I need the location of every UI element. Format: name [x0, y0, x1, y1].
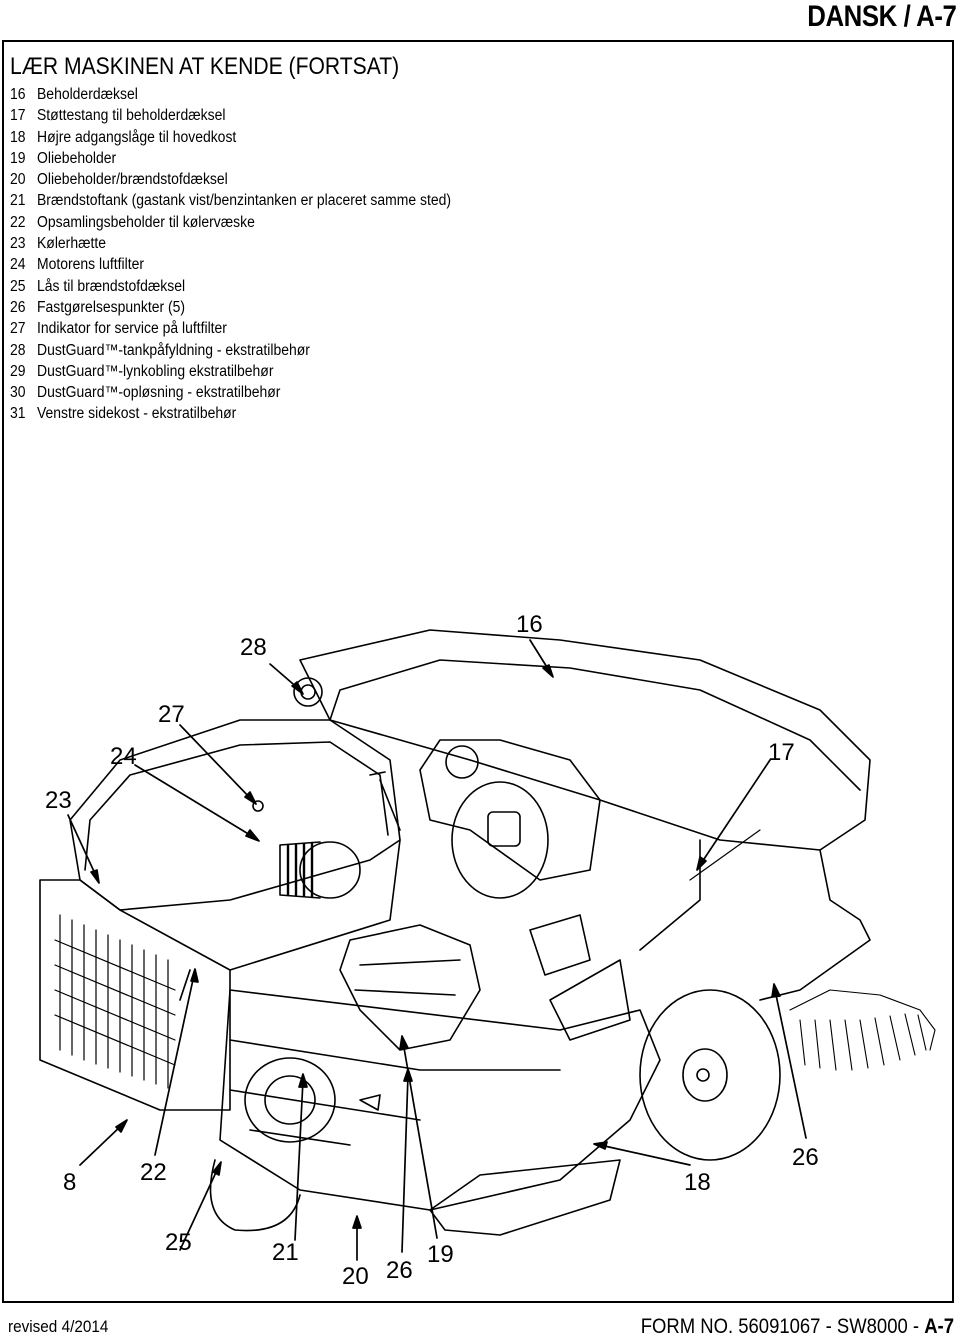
dustguard-cap-icon [293, 677, 323, 707]
rear-wheel-icon [209, 1159, 301, 1232]
hopper-cover [299, 629, 871, 851]
header-language-page: DANSK / A-7 [806, 0, 957, 33]
right-access-door [429, 1159, 621, 1236]
section-title: LÆR MASKINEN AT KENDE (FORTSAT) [10, 53, 400, 80]
callout-26-lower: 26 [386, 1257, 413, 1284]
callout-22: 22 [140, 1159, 167, 1186]
revision-date: revised 4/2014 [8, 1317, 109, 1336]
callout-28: 28 [240, 634, 267, 661]
callout-17: 17 [768, 739, 795, 766]
callout-25: 25 [165, 1229, 192, 1256]
steering-wheel-icon [451, 781, 549, 899]
callout-20: 20 [342, 1263, 369, 1290]
callout-labels: 28 16 27 24 17 23 8 22 18 26 25 21 20 26… [45, 611, 819, 1290]
callout-23: 23 [45, 787, 72, 814]
callout-27: 27 [158, 701, 185, 728]
callout-8: 8 [63, 1169, 76, 1196]
callout-26: 26 [792, 1144, 819, 1171]
operator-seat [339, 924, 481, 1051]
form-number: FORM NO. 56091067 - SW8000 - A-7 [640, 1315, 954, 1338]
grill-vents [54, 914, 176, 1089]
callout-19: 19 [427, 1241, 454, 1268]
dashboard [419, 739, 601, 881]
rear-body [219, 989, 661, 1211]
content-frame [2, 40, 954, 1303]
callout-21: 21 [272, 1239, 299, 1266]
side-brush-icon [789, 989, 936, 1071]
air-filter-icon [252, 800, 361, 899]
callout-16: 16 [516, 611, 543, 638]
sweeper-diagram: 28 16 27 24 17 23 8 22 18 26 25 21 20 26… [39, 611, 936, 1290]
gauge-icon [445, 745, 479, 779]
callout-18: 18 [684, 1169, 711, 1196]
page-number: A-7 [924, 1315, 954, 1338]
callout-24: 24 [110, 743, 137, 770]
fuel-tank-icon [244, 1057, 336, 1143]
front-wheel-icon [639, 989, 781, 1161]
